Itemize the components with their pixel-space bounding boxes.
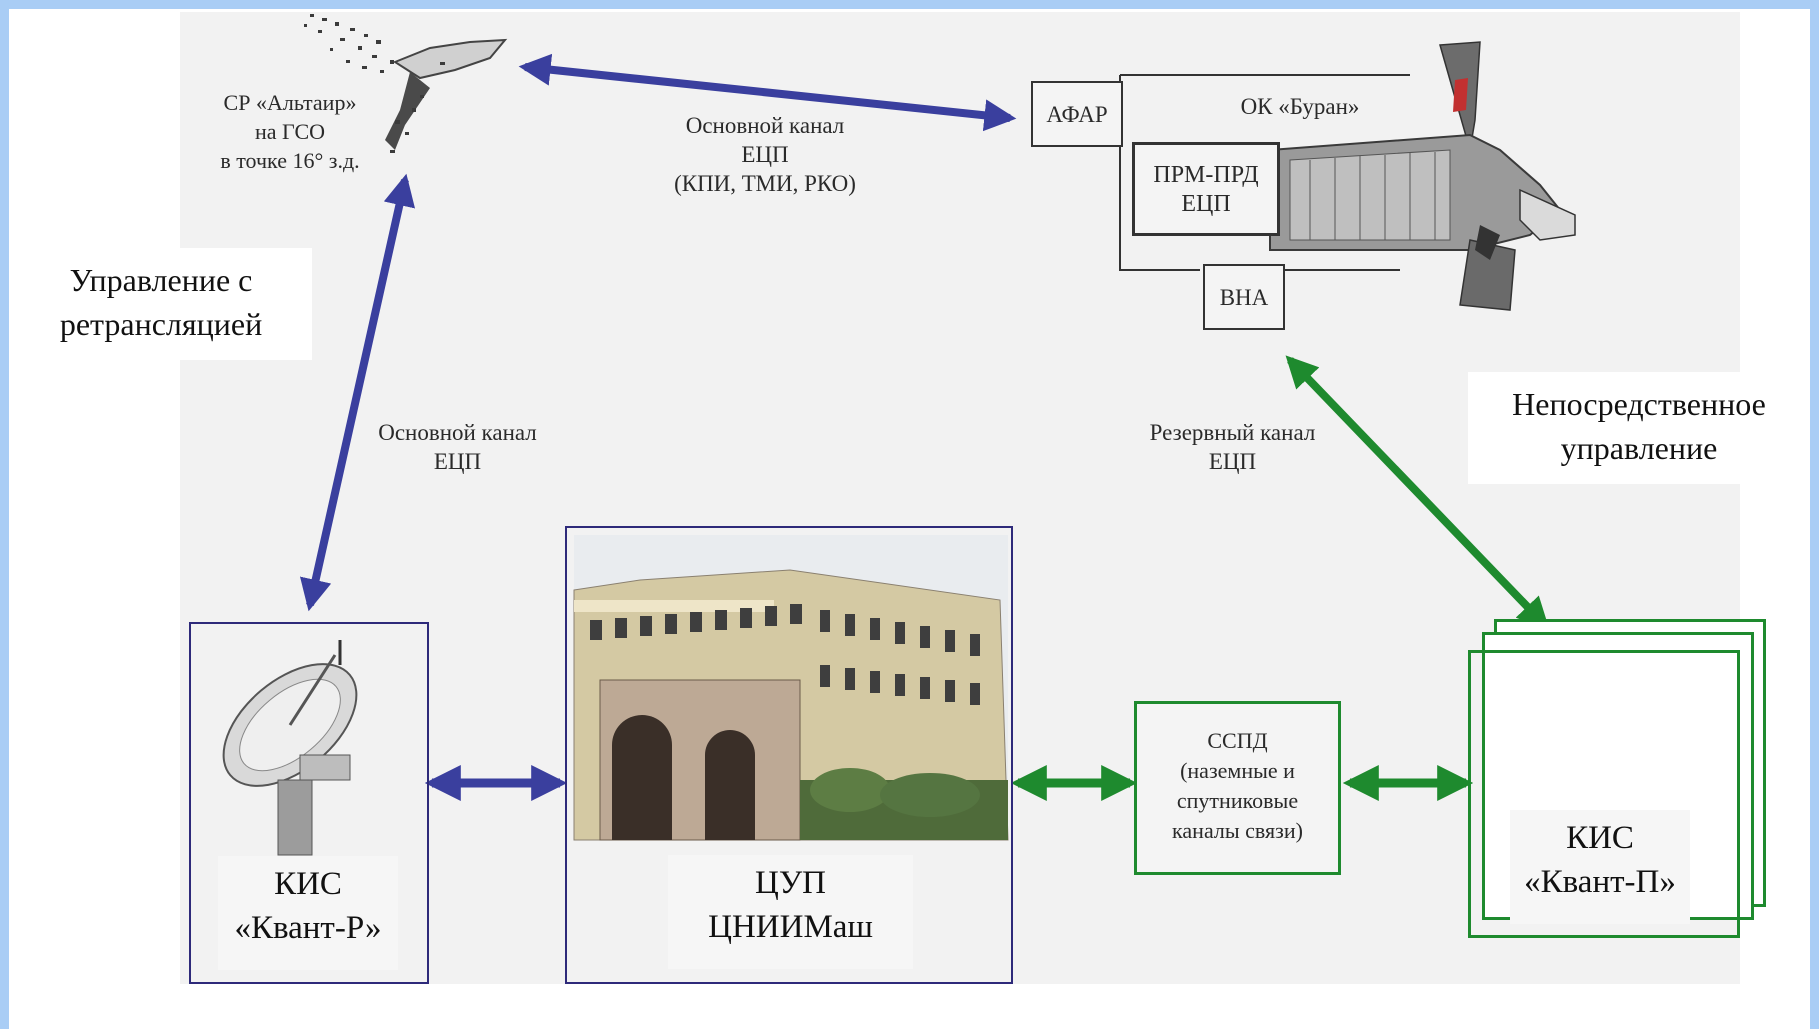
left-channel-line1: Основной канал	[378, 420, 537, 445]
reserve-channel-line2: ЕЦП	[1208, 449, 1257, 474]
antenna-dish-left-icon	[222, 640, 358, 856]
kis-p-line2: «Квант-П»	[1524, 864, 1676, 900]
prm-prd-label: ПРМ-ПРД ЕЦП	[1135, 161, 1277, 219]
cup-line2: ЦНИИМаш	[708, 909, 873, 945]
kis-r-label: КИС «Квант-Р»	[218, 862, 398, 950]
vna-label: ВНА	[1219, 285, 1269, 310]
relay-control-box: Управление с ретрансляцией	[10, 248, 312, 360]
prm-prd-line1: ПРМ-ПРД	[1153, 162, 1259, 188]
kis-r-box	[189, 622, 429, 984]
relay-control-label: Управление с ретрансляцией	[10, 258, 312, 346]
satellite-label-line3: в точке 16° з.д.	[220, 148, 360, 173]
prm-prd-box: ПРМ-ПРД ЕЦП	[1132, 142, 1280, 236]
arrow-satellite-kis-r	[299, 173, 416, 612]
afar-label: АФАР	[1046, 102, 1108, 127]
frame-top-border	[0, 0, 1819, 9]
kis-p-label-bg: КИС «Квант-П»	[1510, 810, 1690, 924]
relay-control-line2: ретрансляцией	[59, 306, 263, 342]
kis-r-label-bg: КИС «Квант-Р»	[218, 856, 398, 970]
top-channel-line2: ЕЦП	[741, 142, 789, 167]
direct-control-line2: управление	[1560, 430, 1718, 466]
top-channel-label: Основной канал ЕЦП (КПИ, ТМИ, РКО)	[640, 111, 890, 198]
ssid-line3: спутниковые	[1176, 788, 1299, 813]
top-channel-line3: (КПИ, ТМИ, РКО)	[674, 171, 856, 196]
prm-prd-line2: ЕЦП	[1181, 191, 1231, 217]
cup-label-bg: ЦУП ЦНИИМаш	[668, 855, 913, 969]
arrow-orbiter-kis-p	[1285, 355, 1550, 630]
cup-box	[565, 526, 1013, 984]
afar-box: АФАР	[1031, 81, 1123, 147]
left-channel-label: Основной канал ЕЦП	[350, 418, 565, 476]
ssid-line4: каналы связи)	[1172, 818, 1303, 843]
kis-r-line2: «Квант-Р»	[234, 910, 382, 946]
arrow-satellite-orbiter	[518, 53, 1017, 132]
ssid-box: ССПД (наземные и спутниковые каналы связ…	[1134, 701, 1341, 875]
cup-line1: ЦУП	[754, 865, 827, 901]
left-channel-line2: ЕЦП	[433, 449, 482, 474]
direct-control-label: Непосредственное управление	[1468, 382, 1810, 470]
kis-r-line1: КИС	[274, 866, 342, 902]
direct-control-line1: Непосредственное	[1512, 386, 1766, 422]
orbiter-title: ОК «Буран»	[1240, 94, 1360, 119]
kis-p-line1: КИС	[1566, 820, 1634, 856]
orbiter-buran-icon	[1269, 41, 1576, 311]
cup-label: ЦУП ЦНИИМаш	[668, 861, 913, 949]
vna-box: ВНА	[1203, 264, 1285, 330]
kis-p-box	[1468, 650, 1740, 938]
satellite-label-line2: на ГСО	[254, 119, 326, 144]
ssid-line2: (наземные и	[1180, 758, 1295, 783]
ssid-line1: ССПД	[1207, 728, 1268, 753]
ssid-label: ССПД (наземные и спутниковые каналы связ…	[1137, 726, 1338, 846]
top-channel-line1: Основной канал	[685, 113, 845, 138]
reserve-channel-line1: Резервный канал	[1149, 420, 1316, 445]
frame-left-border	[0, 0, 9, 1029]
satellite-label: СР «Альтаир» на ГСО в точке 16° з.д.	[190, 88, 390, 175]
cup-building-image	[573, 535, 1009, 841]
satellite-label-line1: СР «Альтаир»	[223, 90, 357, 115]
relay-control-line1: Управление с	[69, 262, 253, 298]
direct-control-box: Непосредственное управление	[1468, 372, 1810, 484]
reserve-channel-label: Резервный канал ЕЦП	[1125, 418, 1340, 476]
frame-right-border	[1810, 0, 1819, 1029]
satellite-icon	[304, 14, 508, 153]
kis-p-label: КИС «Квант-П»	[1510, 816, 1690, 904]
